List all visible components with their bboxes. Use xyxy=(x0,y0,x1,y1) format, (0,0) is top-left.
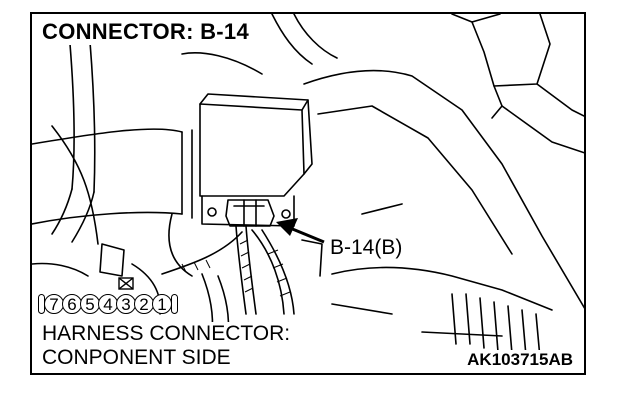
connector-title: CONNECTOR: B-14 xyxy=(39,19,253,45)
pin-6: 6 xyxy=(62,294,82,314)
engine-bay-illustration xyxy=(32,14,584,359)
connector-end-cap xyxy=(171,294,178,314)
connector-callout-label: B-14(B) xyxy=(328,236,405,260)
lock-mark xyxy=(118,277,134,290)
figure-code: AK103715AB xyxy=(464,350,576,370)
pin-4: 4 xyxy=(98,294,118,314)
harness-label-line1: HARNESS CONNECTOR: xyxy=(42,322,291,345)
pin-3: 3 xyxy=(116,294,136,314)
pin-7: 7 xyxy=(44,294,64,314)
pin-5: 5 xyxy=(80,294,100,314)
harness-label-line2: CONPONENT SIDE xyxy=(42,346,231,369)
diagram-frame: CONNECTOR: B-14 B-14(B) 7 6 5 4 3 2 1 HA… xyxy=(30,12,586,375)
callout-arrow xyxy=(276,218,325,244)
pin-1: 1 xyxy=(152,294,172,314)
connector-pin-layout: 7 6 5 4 3 2 1 xyxy=(38,292,178,316)
harness-connector-label: HARNESS CONNECTOR: CONPONENT SIDE xyxy=(42,322,294,371)
pin-2: 2 xyxy=(134,294,154,314)
